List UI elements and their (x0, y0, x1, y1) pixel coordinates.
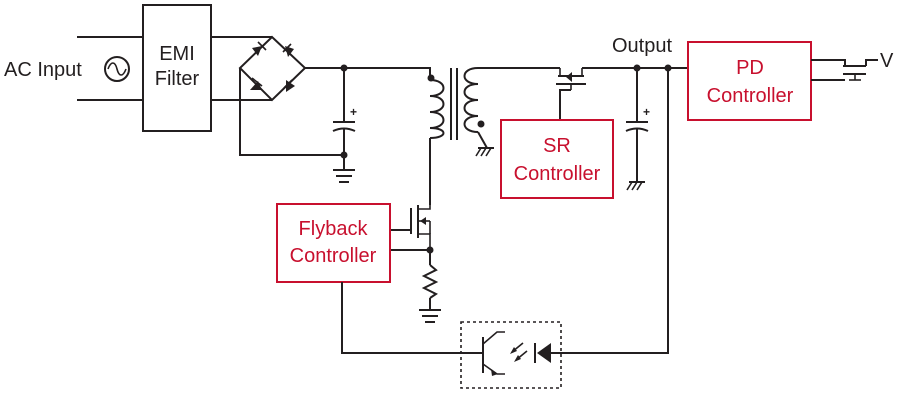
ground-icon (626, 181, 645, 191)
transformer (427, 67, 485, 140)
secondary-return-wire (477, 131, 488, 149)
flyback-controller-label-line1: Flyback (299, 218, 369, 240)
bridge-return-wire (239, 68, 344, 156)
diode-icon (283, 79, 295, 92)
primary-mosfet (410, 205, 431, 250)
pd-output-switch (811, 59, 878, 81)
sr-mosfet (556, 68, 586, 90)
optocoupler (460, 321, 562, 389)
ground-icon (475, 147, 494, 157)
ac-source-icon (104, 56, 130, 82)
pd-controller-box (687, 41, 812, 121)
emi-filter-label-line2: Filter (155, 68, 200, 90)
sense-resistor (421, 250, 439, 310)
emi-filter-box (142, 4, 212, 132)
sr-controller-box (500, 119, 614, 199)
output-label: Output (612, 35, 672, 57)
sr-controller-label-line1: SR (543, 135, 571, 157)
junction-dot (664, 64, 672, 72)
output-sense-wire (561, 68, 669, 354)
dc-rail-wire (305, 67, 431, 80)
vout-label: V (880, 50, 894, 72)
ground-icon (419, 309, 441, 323)
diode-icon (252, 41, 267, 56)
output-capacitor: + (625, 68, 650, 182)
feedback-wire (341, 282, 461, 354)
ground-icon (333, 169, 355, 183)
emi-filter-label-line1: EMI (159, 43, 195, 65)
capacitor-polarity: + (350, 105, 357, 119)
pd-controller-label-line2: Controller (707, 85, 794, 107)
diode-icon (282, 43, 294, 57)
diode-icon (250, 77, 263, 90)
junction-dot (340, 151, 348, 159)
ac-input-label: AC Input (4, 59, 82, 81)
sr-gate-wire (559, 89, 571, 120)
pd-controller-label-line1: PD (736, 57, 764, 79)
sr-controller-label-line2: Controller (514, 163, 601, 185)
flyback-controller-box (276, 203, 391, 283)
bulk-capacitor: + (332, 68, 357, 170)
capacitor-polarity: + (643, 105, 650, 119)
flyback-controller-label-line2: Controller (290, 245, 377, 267)
bridge-rectifier (238, 35, 307, 102)
